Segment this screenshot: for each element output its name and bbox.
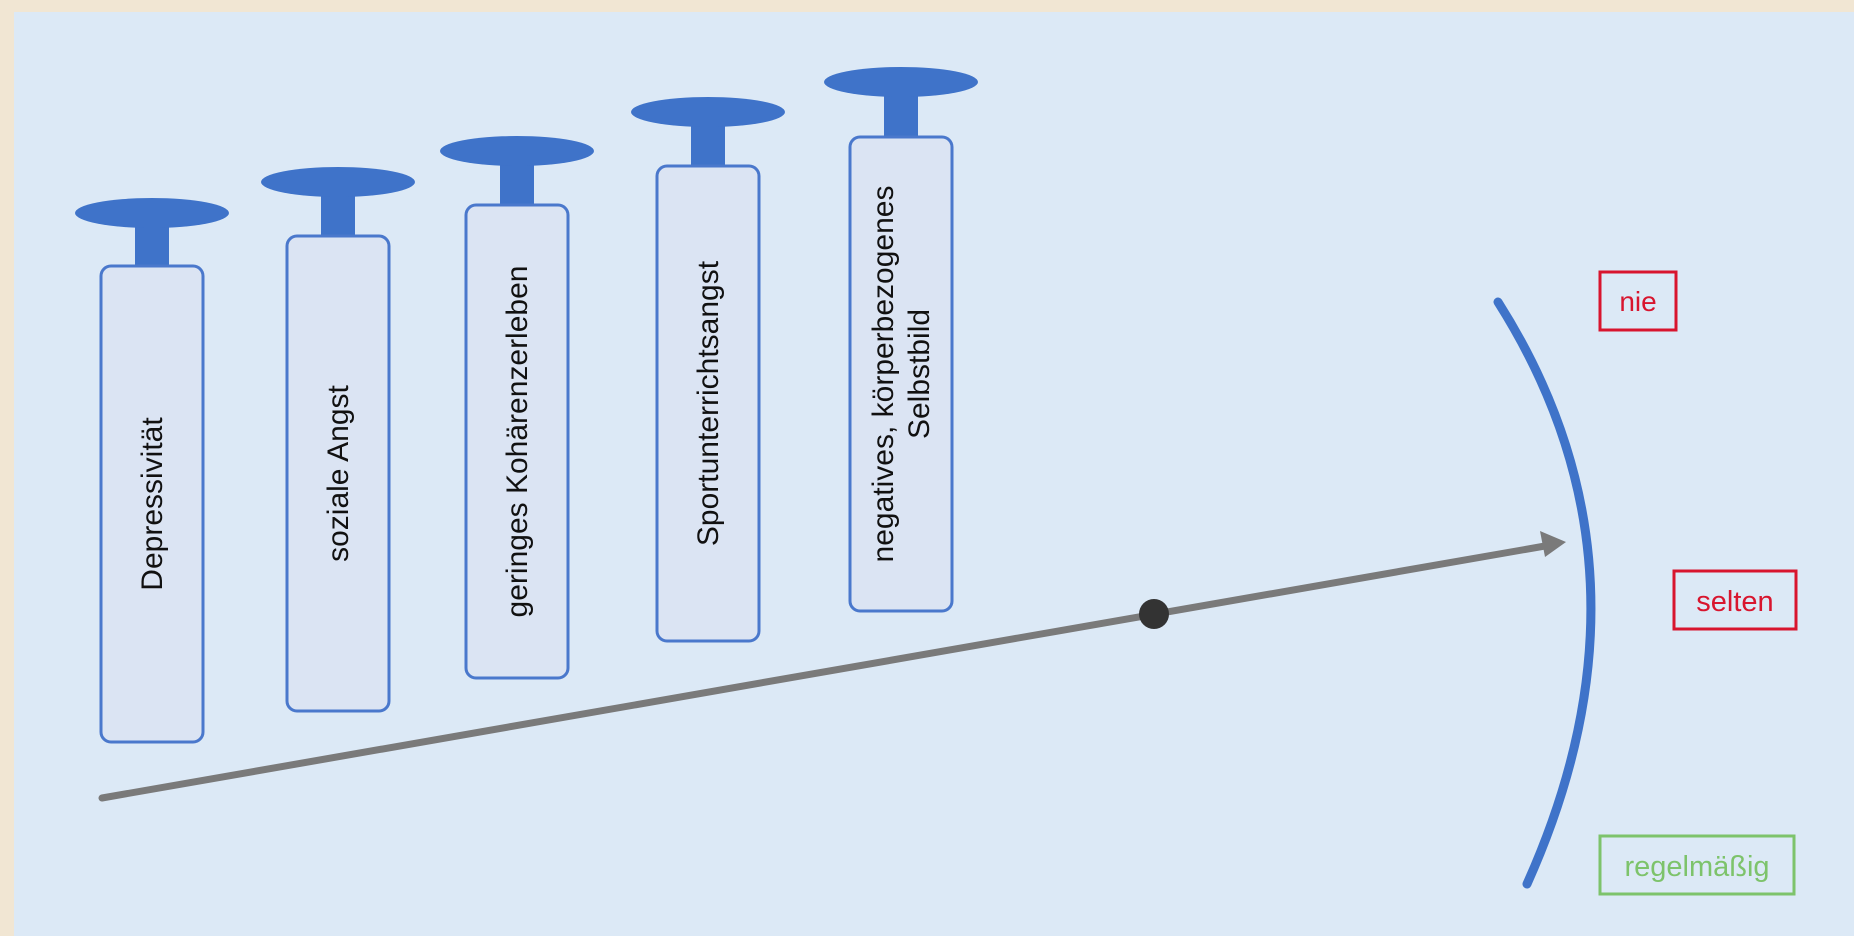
factor-label-line: Sportunterrichtsangst <box>692 260 725 546</box>
scale-label-never: nie <box>1598 270 1678 332</box>
factor-plunger: soziale Angst <box>261 167 415 713</box>
scale-label-rarely: selten <box>1672 569 1798 631</box>
factor-box <box>464 203 570 680</box>
factor-label: Depressivität <box>136 417 169 591</box>
trend-arrow-shaft <box>98 542 1549 802</box>
trend-arrow <box>98 531 1566 802</box>
factor-box <box>285 234 391 713</box>
factor-plunger: Sportunterrichtsangst <box>631 97 785 643</box>
trend-arrow-head <box>1540 531 1566 557</box>
plunger-disc <box>440 136 594 166</box>
factor-label: Sportunterrichtsangst <box>692 260 725 546</box>
factor-label-line: Depressivität <box>136 417 169 591</box>
trend-point-marker <box>1139 599 1169 629</box>
plunger-disc <box>261 167 415 197</box>
scale-label-never-text: nie <box>1619 286 1656 317</box>
factor-box <box>99 264 205 744</box>
scale-label-never-box <box>1598 270 1678 332</box>
plunger-disc <box>75 198 229 228</box>
factor-label: soziale Angst <box>322 384 355 561</box>
scale-label-rarely-box <box>1672 569 1798 631</box>
scale-label-regularly-box <box>1598 834 1796 896</box>
factor-label-line: soziale Angst <box>322 384 355 561</box>
factor-plunger: Depressivität <box>75 198 229 744</box>
factor-label-line: Selbstbild <box>903 309 936 439</box>
factor-label: geringes Kohärenzerleben <box>501 266 534 618</box>
factor-box <box>655 164 761 643</box>
factor-box <box>848 135 954 613</box>
factor-label-line: negatives, körperbezogenes <box>867 186 900 563</box>
plunger-disc <box>631 97 785 127</box>
plunger-disc <box>824 67 978 97</box>
factor-label-line: geringes Kohärenzerleben <box>501 266 534 618</box>
scale-label-rarely-text: selten <box>1696 586 1773 618</box>
frequency-scale-arc <box>1493 297 1596 889</box>
scale-label-regularly-text: regelmäßig <box>1624 851 1769 883</box>
factor-plunger: geringes Kohärenzerleben <box>440 136 594 680</box>
factor-plungers: Depressivität soziale Angst geringes Kohär… <box>75 67 978 744</box>
scale-label-regularly: regelmäßig <box>1598 834 1796 896</box>
